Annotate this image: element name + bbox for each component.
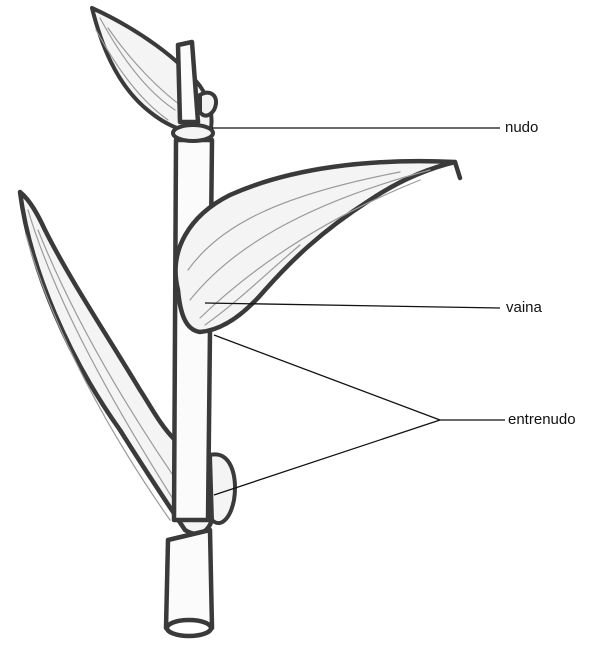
label-entrenudo: entrenudo: [508, 412, 576, 427]
label-nudo: nudo: [505, 120, 538, 135]
leader-entrenudo-lower: [214, 420, 440, 495]
leader-entrenudo-upper: [214, 335, 440, 420]
label-vaina: vaina: [506, 300, 542, 315]
